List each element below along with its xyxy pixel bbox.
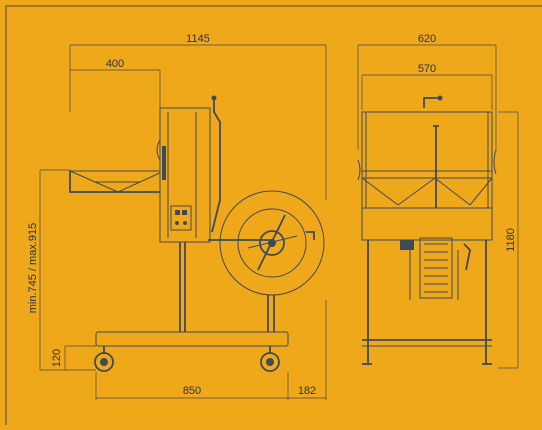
machine-body [156,107,211,243]
dimension-labels: 1145 400 620 570 min.745 / max.915 120 8… [27,33,517,397]
hopper [69,170,165,193]
dim-overall-width: 620 [418,33,436,45]
dimension-lines [39,44,519,400]
hose-reel [219,190,325,296]
dim-base-height: 120 [51,349,63,367]
dim-inner-width: 570 [418,63,436,75]
side-frame [95,242,289,354]
dim-overall-height: 1180 [505,228,517,252]
dim-wheel-offset: 182 [298,385,316,397]
control-strip [162,146,166,180]
dim-overall-length: 1145 [186,33,210,45]
handle-bar [211,95,221,233]
frame-border [5,5,542,430]
front-body [361,111,493,209]
control-panel [170,205,192,231]
side-wheel-right [260,352,280,372]
side-wheel-left [94,352,114,372]
side-view [69,95,325,372]
dim-wheelbase: 850 [183,385,201,397]
front-view [357,95,497,365]
front-reel [400,237,471,299]
front-legs [362,240,492,365]
dim-hopper-length: 400 [106,58,124,70]
front-lower-body [361,207,493,241]
dim-height-range: min.745 / max.915 [27,223,39,314]
front-hopper [361,170,493,206]
